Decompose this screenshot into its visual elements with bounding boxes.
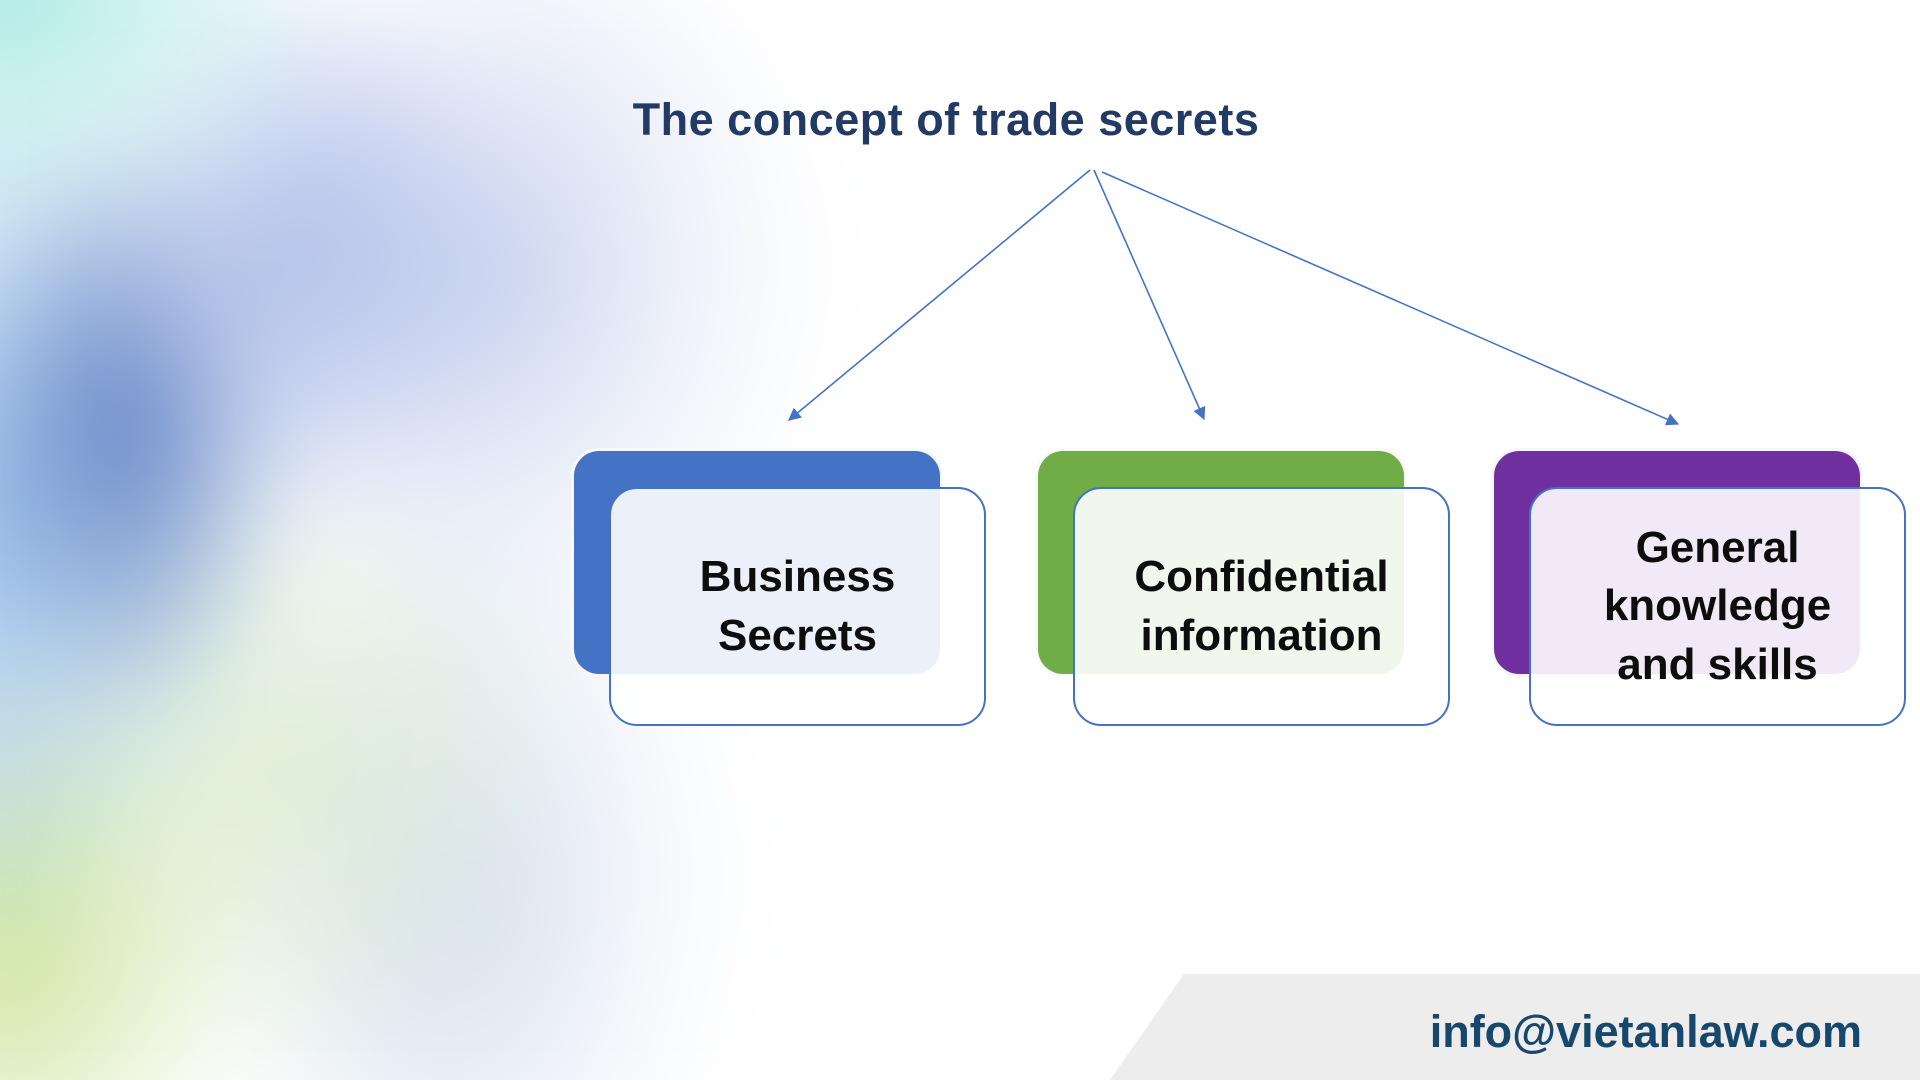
card-confidential-information-label: Confidential information xyxy=(1134,552,1389,660)
card-business-secrets: Business Secrets xyxy=(571,448,986,726)
card-business-secrets-label: Business Secrets xyxy=(699,552,896,660)
contact-email[interactable]: info@vietanlaw.com xyxy=(1429,1006,1862,1057)
card-general-knowledge-panel: General knowledge and skills xyxy=(1529,487,1906,726)
card-business-secrets-panel: Business Secrets xyxy=(609,487,986,726)
card-confidential-information-panel: Confidential information xyxy=(1073,487,1450,726)
card-general-knowledge-label: General knowledge and skills xyxy=(1603,523,1832,689)
card-general-knowledge: General knowledge and skills xyxy=(1491,448,1906,726)
page-title: The concept of trade secrets xyxy=(632,94,1260,145)
footer-band xyxy=(1110,974,1920,1080)
card-confidential-information: Confidential information xyxy=(1035,448,1450,726)
